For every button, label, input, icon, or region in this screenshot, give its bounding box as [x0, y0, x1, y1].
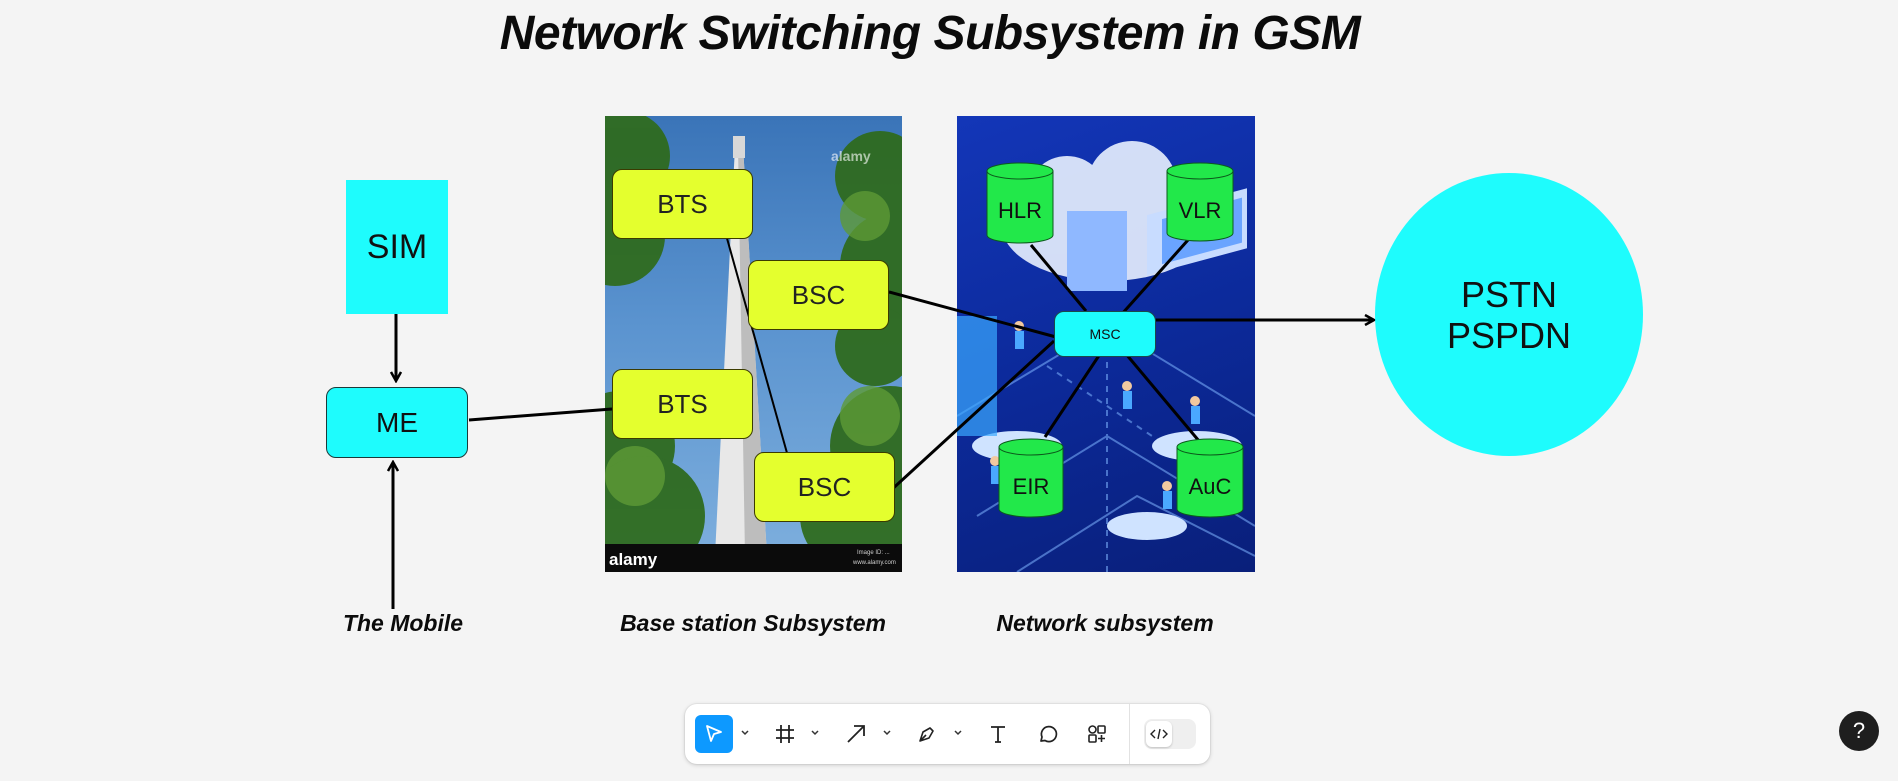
- actions-tool-button[interactable]: [1078, 715, 1116, 753]
- bts-bottom-box[interactable]: BTS: [612, 369, 753, 439]
- code-icon: [1146, 721, 1172, 747]
- me-to-bts-line[interactable]: [468, 407, 613, 422]
- auc-cylinder[interactable]: AuC: [1176, 438, 1244, 518]
- text-tool-button[interactable]: [979, 715, 1017, 753]
- frame-tool-button[interactable]: [766, 715, 804, 753]
- diagram-title: Network Switching Subsystem in GSM: [499, 7, 1361, 60]
- pstn-circle[interactable]: PSTN PSPDN: [1375, 173, 1643, 456]
- footer-brand: alamy: [609, 550, 658, 569]
- bsc-top-box[interactable]: BSC: [748, 260, 889, 330]
- dev-mode-toggle[interactable]: [1144, 719, 1196, 749]
- pspdn-label: PSPDN: [1446, 314, 1572, 356]
- chevron-down-icon[interactable]: [739, 726, 751, 740]
- hlr-cylinder[interactable]: HLR: [986, 162, 1054, 244]
- chevron-down-icon[interactable]: [881, 726, 893, 740]
- msc-eir-line[interactable]: [1043, 353, 1102, 438]
- frame-icon: [776, 725, 794, 743]
- comment-tool-button[interactable]: [1029, 715, 1067, 753]
- auc-label: AuC: [1188, 474, 1232, 499]
- bsc-bottom-box[interactable]: BSC: [754, 452, 895, 522]
- bsc-bottom-to-msc-line[interactable]: [887, 339, 1056, 494]
- me-box[interactable]: ME: [326, 387, 468, 458]
- pen-icon: [919, 727, 934, 742]
- vlr-label: VLR: [1178, 198, 1222, 223]
- pstn-label: PSTN: [1460, 273, 1557, 315]
- cursor-icon: [706, 725, 722, 742]
- bsc-top-to-msc-line[interactable]: [888, 290, 1057, 339]
- msc-hlr-line[interactable]: [1029, 244, 1088, 312]
- arrow-icon: [847, 725, 865, 743]
- shapes-icon: [1088, 725, 1106, 743]
- cylinder-shape: [1176, 438, 1244, 518]
- cylinder-shape: [986, 162, 1054, 244]
- bottom-toolbar: [685, 704, 1210, 764]
- bts-top-box[interactable]: BTS: [612, 169, 753, 239]
- footer-id: Image ID: ...: [857, 550, 890, 556]
- cylinder-shape: [1166, 162, 1234, 242]
- eir-label: EIR: [1012, 474, 1050, 499]
- chevron-down-icon[interactable]: [952, 726, 964, 740]
- help-button[interactable]: ?: [1839, 711, 1879, 751]
- bts-to-bsc-line[interactable]: [722, 223, 788, 454]
- sim-box[interactable]: SIM: [346, 180, 448, 314]
- vlr-cylinder[interactable]: VLR: [1166, 162, 1234, 242]
- footer-url: www.alamy.com: [852, 560, 896, 566]
- toolbar-divider: [1129, 704, 1130, 764]
- comment-icon: [1040, 725, 1058, 743]
- msc-vlr-line[interactable]: [1119, 239, 1190, 316]
- mobile-caption: The Mobile: [342, 610, 464, 636]
- pen-tool-button[interactable]: [908, 715, 946, 753]
- chevron-down-icon[interactable]: [809, 726, 821, 740]
- hlr-label: HLR: [997, 198, 1042, 223]
- watermark-text: alamy: [831, 148, 871, 164]
- arrow-tool-button[interactable]: [837, 715, 875, 753]
- msc-box[interactable]: MSC: [1054, 311, 1156, 357]
- eir-cylinder[interactable]: EIR: [998, 438, 1064, 518]
- cylinder-shape: [998, 438, 1064, 518]
- move-tool-button[interactable]: [695, 715, 733, 753]
- nss-caption: Network subsystem: [996, 610, 1214, 636]
- msc-auc-line[interactable]: [1124, 353, 1201, 442]
- text-icon: [991, 726, 1005, 743]
- bss-caption: Base station Subsystem: [620, 610, 886, 636]
